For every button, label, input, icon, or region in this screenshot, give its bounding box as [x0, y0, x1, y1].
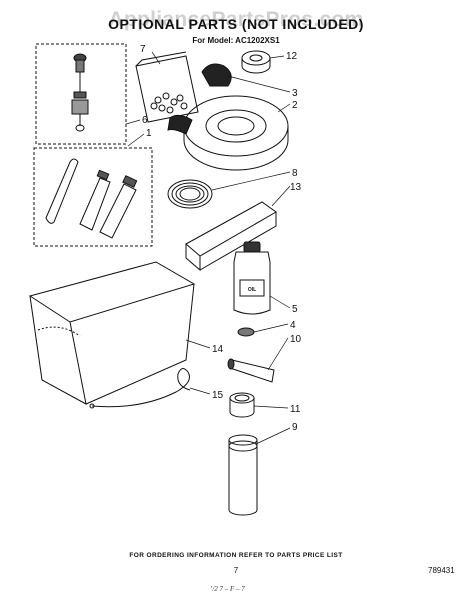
model-line: For Model: AC1202XS1 — [192, 36, 280, 45]
handwritten-note: ’/2 7 – F – 7 — [210, 585, 245, 593]
callout-9: 9 — [292, 422, 298, 433]
callout-7: 7 — [140, 44, 146, 55]
callout-14: 14 — [212, 344, 224, 355]
tape-roll-icon — [241, 50, 271, 74]
callout-3: 3 — [292, 88, 298, 99]
small-plug-icon — [237, 327, 255, 337]
callout-10: 10 — [290, 334, 302, 345]
callout-13: 13 — [290, 182, 302, 193]
ordering-note: FOR ORDERING INFORMATION REFER TO PARTS … — [129, 552, 343, 559]
tube-b-icon — [99, 175, 138, 239]
callout-1: 1 — [146, 128, 152, 139]
drawstring-icon — [89, 368, 191, 409]
hardware-bag-icon — [135, 51, 199, 123]
touch-up-can-icon — [229, 392, 255, 418]
watermark: AppliancePartsPros.com — [108, 8, 364, 31]
page-number: 7 — [233, 566, 239, 575]
callout-4: 4 — [290, 320, 296, 331]
coiled-cord-icon — [167, 179, 213, 209]
valve-assembly-icon — [71, 53, 89, 132]
small-tube-icon — [227, 358, 275, 383]
foam-block-icon — [185, 201, 277, 272]
document-number: 789431 — [428, 566, 455, 575]
oil-bottle-label: OIL — [248, 287, 256, 293]
foam-strip-roll-icon — [201, 63, 232, 87]
sealant-kit-box — [33, 147, 153, 247]
seal-roll-icon — [167, 95, 289, 171]
leader-lines — [125, 51, 291, 445]
callout-2: 2 — [292, 100, 298, 111]
oil-bottle-icon — [233, 241, 271, 315]
callout-15: 15 — [212, 390, 224, 401]
tube-a-icon — [79, 169, 111, 231]
callout-8: 8 — [292, 168, 298, 179]
callout-6: 6 — [142, 115, 148, 126]
valve-kit-box — [35, 43, 127, 145]
diagram-title: OPTIONAL PARTS (NOT INCLUDED) — [108, 16, 364, 32]
callout-11: 11 — [290, 404, 301, 415]
unit-cover-icon — [28, 261, 196, 405]
callout-5: 5 — [292, 304, 298, 315]
applicator-stick-icon — [45, 158, 79, 224]
callout-12: 12 — [286, 51, 298, 62]
spray-can-icon — [228, 434, 258, 516]
